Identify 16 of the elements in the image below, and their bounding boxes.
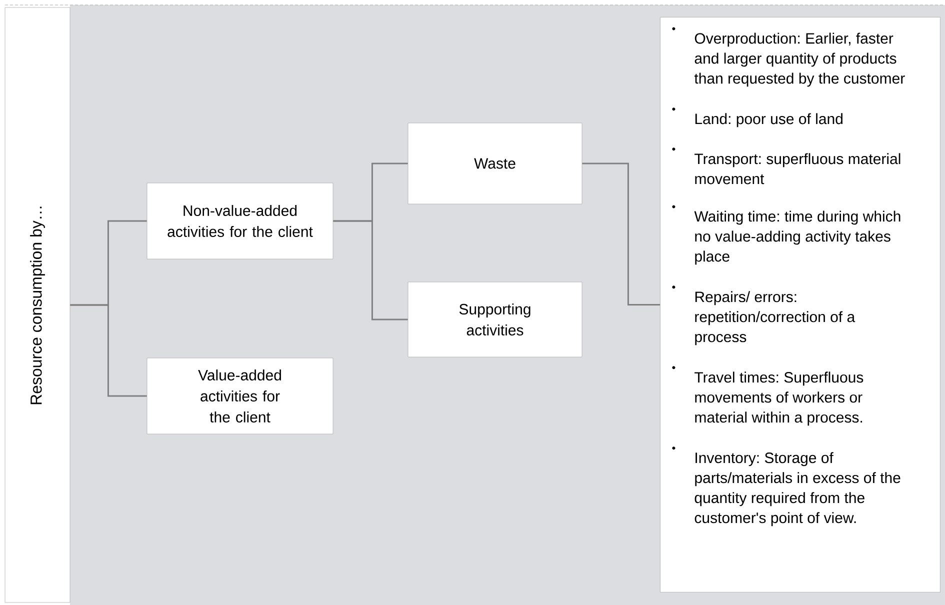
connector-line: [582, 162, 660, 306]
bullet-item: Travel times: Superfluous movements of workers or material within a process.: [672, 366, 864, 426]
category-box: Non-value-added activities for the client: [146, 182, 334, 260]
bullet-item: Transport: superfluous material movement: [672, 148, 900, 184]
category-box: Supporting activities: [408, 282, 582, 358]
list-box: [660, 17, 940, 592]
bullet-item: Inventory: Storage of parts/materials in excess of the quantity required from the customer's point of view.: [672, 446, 900, 526]
category-box: Waste: [408, 122, 582, 204]
side-band: Resource consumption by…: [4, 7, 70, 603]
bullet-item: Overproduction: Earlier, faster and larger quantity of products than requested by the customer: [672, 27, 905, 87]
bullet-item: Land: poor use of land: [672, 108, 842, 128]
category-box: Value-added activities for the client: [146, 358, 334, 434]
bullet-item: Repairs/ errors: repetition/correction of a process: [672, 286, 856, 346]
connector-line: [333, 220, 408, 320]
connector-line: [70, 304, 147, 397]
bullet-item: Waiting time: time during which no value-adding activity takes place: [672, 205, 900, 265]
